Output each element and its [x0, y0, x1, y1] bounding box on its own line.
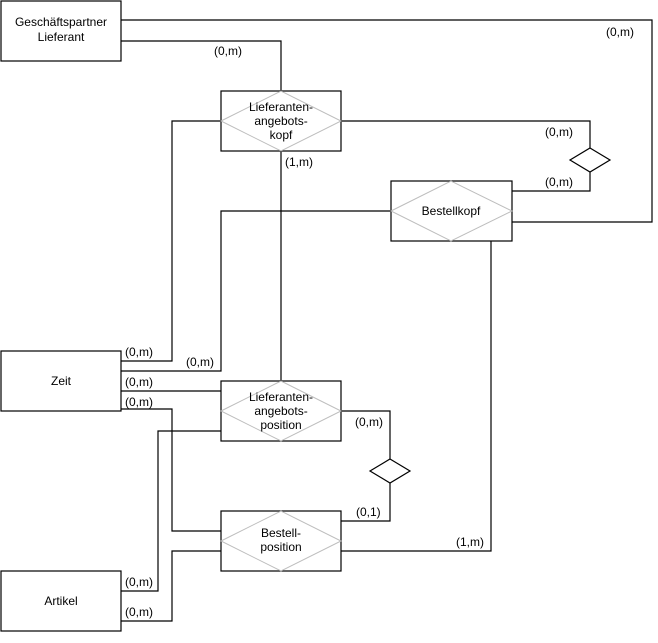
connector-bp-rel: [341, 483, 391, 522]
cardinality-lak-rel: (0,m): [545, 125, 573, 139]
cardinality-labels: (0,m) (0,m) (1,m) (0,m) (0,m) (0,m) (0,m…: [125, 25, 634, 619]
connector-bk-bp: [341, 241, 492, 552]
entity-artikel[interactable]: Artikel: [0, 570, 122, 632]
cardinality-artikel-bp: (0,m): [125, 605, 153, 619]
connector-artikel-lap: [121, 430, 221, 592]
cardinality-bp-rel: (0,1): [356, 505, 381, 519]
cardinality-lap-rel: (0,m): [355, 415, 383, 429]
entity-lieferantenangebotskopf-label-line-1: Lieferanten-: [249, 100, 313, 114]
entity-geschaeftspartner-lieferant-label-line-1: Geschäftspartner: [15, 15, 107, 29]
connector-artikel-bp: [121, 550, 221, 622]
cardinality-zeit-bp: (0,m): [125, 395, 153, 409]
entity-lieferantenangebotsposition-label-line-3: position: [260, 418, 301, 432]
relationship-diamond-lap-bp: [368, 458, 412, 484]
connections: [121, 19, 653, 622]
connector-zeit-bp: [121, 408, 221, 532]
entity-geschaeftspartner-lieferant[interactable]: Geschäftspartner Lieferant: [0, 0, 122, 62]
cardinality-zeit-bk: (0,m): [186, 355, 214, 369]
entity-lieferantenangebotskopf-label-line-2: angebots-: [254, 114, 307, 128]
connector-lap-rel: [341, 410, 391, 459]
cardinality-gp-lak: (0,m): [214, 44, 242, 58]
connector-lak-rel: [341, 120, 591, 148]
entity-lieferantenangebotskopf-label-line-3: kopf: [270, 128, 293, 142]
entity-lieferantenangebotsposition-label-line-1: Lieferanten-: [249, 390, 313, 404]
entity-lieferantenangebotsposition-label-line-2: angebots-: [254, 404, 307, 418]
cardinality-artikel-lap: (0,m): [125, 575, 153, 589]
cardinality-gp-bk: (0,m): [606, 25, 634, 39]
cardinality-bk-bp: (1,m): [456, 535, 484, 549]
cardinality-bk-rel: (0,m): [545, 175, 573, 189]
connector-gp-lak: [121, 40, 282, 91]
entity-bestellposition[interactable]: Bestell- position: [219, 510, 343, 572]
relationship-diamond-lak-bk: [568, 147, 612, 173]
entity-bestellposition-label-line-1: Bestell-: [261, 526, 301, 540]
entity-zeit-label: Zeit: [51, 374, 72, 388]
cardinality-zeit-lak: (0,m): [125, 345, 153, 359]
entity-bestellkopf-label: Bestellkopf: [422, 204, 481, 218]
entity-geschaeftspartner-lieferant-label-line-2: Lieferant: [38, 30, 85, 44]
entity-lieferantenangebotsposition[interactable]: Lieferanten- angebots- position: [219, 380, 343, 442]
cardinality-lak-lap: (1,m): [285, 155, 313, 169]
entity-bestellkopf[interactable]: Bestellkopf: [389, 180, 514, 242]
entity-artikel-label: Artikel: [44, 594, 77, 608]
connector-zeit-bk: [121, 210, 391, 372]
entity-lieferantenangebotskopf[interactable]: Lieferanten- angebots- kopf: [219, 90, 343, 152]
entity-zeit[interactable]: Zeit: [0, 350, 122, 412]
connector-bk-rel: [512, 172, 591, 192]
cardinality-zeit-lap: (0,m): [125, 375, 153, 389]
connector-gp-bk: [121, 19, 653, 223]
connector-zeit-lak: [121, 120, 221, 362]
entity-bestellposition-label-line-2: position: [260, 540, 301, 554]
